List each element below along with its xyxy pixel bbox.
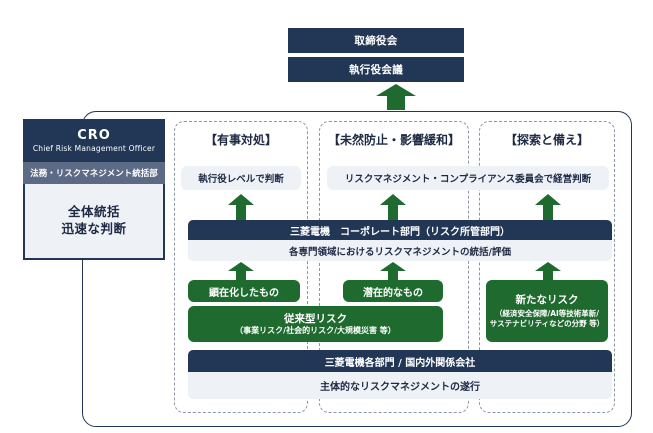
up-arrow-icon <box>380 262 406 280</box>
business-description: 主体的なリスクマネジメントの遂行 <box>320 382 480 393</box>
business-title: 三菱電機各部門 / 国内外関係会社 <box>324 357 476 369</box>
risk-new-detail-1: （経済安全保障/AI等技術革新/ <box>494 308 600 318</box>
decision-executive-level-label: 執行役レベルで判断 <box>198 174 284 185</box>
risk-potential-label: 潜在的なもの <box>363 287 423 299</box>
risk-potential: 潜在的なもの <box>343 280 443 302</box>
column-prevention <box>319 121 469 413</box>
business-description-bar: 主体的なリスクマネジメントの遂行 <box>188 372 612 399</box>
cro-role-line2: 迅速な判断 <box>61 221 127 236</box>
decision-committee-label: リスクマネジメント・コンプライアンス委員会で経営判断 <box>344 174 592 185</box>
risk-conventional: 従来型リスク （事業リスク/社会的リスク/大規模災害 等） <box>188 306 443 342</box>
heading-emergency: 【有事対処】 <box>174 128 308 150</box>
up-arrow-icon <box>535 262 561 280</box>
cro-department: 法務・リスクマネジメント統括部 <box>23 162 165 184</box>
decision-executive-level: 執行役レベルで判断 <box>181 166 301 190</box>
up-arrow-icon <box>228 262 254 280</box>
cro-title: CRO <box>77 127 111 143</box>
corporate-title: 三菱電機 コーポレート部門（リスク所管部門） <box>290 226 510 238</box>
corporate-title-bar: 三菱電機 コーポレート部門（リスク所管部門） <box>188 220 612 240</box>
risk-actualized-label: 顕在化したもの <box>209 287 279 299</box>
risk-conventional-detail: （事業リスク/社会的リスク/大規模災害 等） <box>235 325 396 335</box>
heading-prevention: 【未然防止・影響緩和】 <box>319 128 469 150</box>
risk-conventional-title: 従来型リスク <box>284 312 347 325</box>
business-title-bar: 三菱電機各部門 / 国内外関係会社 <box>188 350 612 372</box>
cro-department-label: 法務・リスクマネジメント統括部 <box>30 169 158 179</box>
board-label: 取締役会 <box>354 35 398 47</box>
heading-exploration: 【探索と備え】 <box>479 128 615 150</box>
up-arrow-icon <box>228 194 254 220</box>
up-arrow-icon <box>535 194 561 220</box>
organization-frame <box>82 111 632 427</box>
heading-emergency-label: 【有事対処】 <box>204 132 277 147</box>
heading-exploration-label: 【探索と備え】 <box>504 132 589 147</box>
risk-new-detail-2: サステナビリティなどの分野 等） <box>489 319 605 329</box>
board-box: 取締役会 <box>288 28 464 53</box>
column-exploration <box>479 121 615 413</box>
corporate-description-bar: 各専門領域におけるリスクマネジメントの統括/評価 <box>188 240 612 261</box>
heading-prevention-label: 【未然防止・影響緩和】 <box>327 132 460 147</box>
decision-committee: リスクマネジメント・コンプライアンス委員会で経営判断 <box>327 166 609 190</box>
risk-new-title: 新たなリスク <box>515 293 579 306</box>
up-arrow-icon <box>380 194 406 220</box>
up-arrow-icon <box>376 84 416 110</box>
cro-role-line1: 全体統括 <box>67 204 120 220</box>
cro-role-box: 全体統括 迅速な判断 <box>23 184 165 260</box>
cro-header: CRO Chief Risk Management Officer <box>23 119 165 162</box>
exec-meeting-box: 執行役会議 <box>288 57 464 82</box>
cro-subtitle: Chief Risk Management Officer <box>32 144 156 154</box>
corporate-description: 各専門領域におけるリスクマネジメントの統括/評価 <box>289 246 511 258</box>
column-emergency <box>174 121 308 413</box>
risk-new: 新たなリスク （経済安全保障/AI等技術革新/ サステナビリティなどの分野 等） <box>486 280 608 342</box>
risk-actualized: 顕在化したもの <box>188 280 300 302</box>
exec-meeting-label: 執行役会議 <box>349 64 403 76</box>
